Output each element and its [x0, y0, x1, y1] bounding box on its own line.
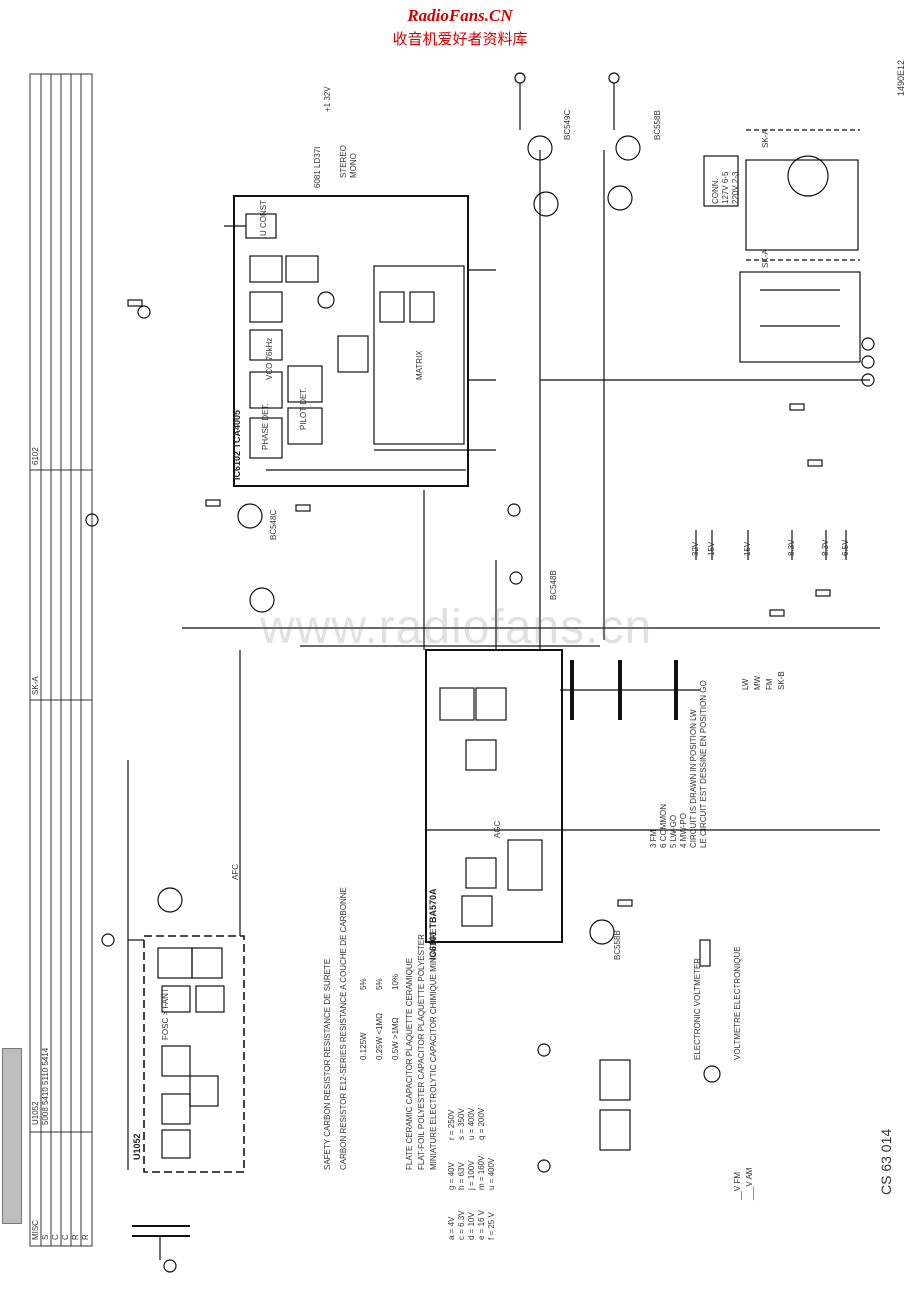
- svg-text:BC558B: BC558B: [653, 110, 662, 140]
- drawing-ref: 1490E12: [896, 59, 906, 96]
- transistor-label: BC548B: [549, 570, 558, 600]
- svg-text:10%: 10%: [391, 974, 400, 990]
- legend-ceramic: FLATE CERAMIC CAPACITOR PLAQUETTE CERAMI…: [405, 958, 414, 1170]
- band-fm: FM: [765, 678, 774, 690]
- switch-note-en: CIRCUIT IS DRAWN IN POSITION LW: [689, 709, 698, 848]
- rail-8v3-b: 8.3V: [821, 539, 830, 556]
- svg-text:5008 5410 5110 5414: 5008 5410 5110 5414: [41, 1047, 50, 1125]
- conn-127v: 127V 6-5: [721, 171, 730, 204]
- supply-label: +1 32V: [323, 86, 332, 112]
- svg-text:R: R: [81, 1234, 90, 1240]
- svg-text:d = 10V: d = 10V: [467, 1212, 476, 1240]
- band-skb: SK-B: [777, 671, 786, 690]
- vco-label: VCO 76kHz: [265, 338, 274, 380]
- ic-if-outline: [425, 649, 563, 943]
- svg-text:u = 400V: u = 400V: [487, 1157, 496, 1190]
- svg-text:h = 63V: h = 63V: [457, 1162, 466, 1190]
- ic-if-label: IC6101 TBA570A: [428, 888, 438, 960]
- svg-text:C: C: [61, 1234, 70, 1240]
- conn-220v: 220V 2-3: [731, 171, 740, 204]
- svg-text:__V FM: __V FM: [733, 1172, 742, 1201]
- drawing-code: CS 63 014: [878, 1128, 894, 1195]
- site-header: RadioFans.CN 收音机爱好者资料库: [0, 6, 920, 49]
- svg-text:U1052: U1052: [31, 1101, 40, 1125]
- legend-safety: SAFETY CARBON RESISTOR RESISTANCE DE SUR…: [323, 959, 332, 1170]
- svg-text:BC558B: BC558B: [613, 930, 622, 960]
- legend-carbon: CARBON RESISTOR E12-SERIES RESISTANCE A …: [339, 887, 348, 1170]
- stereo-led-ref: 6081 LD37I: [313, 147, 322, 188]
- svg-text:0.5W >1MΩ: 0.5W >1MΩ: [391, 1017, 400, 1060]
- rail-32v: 32V: [691, 541, 700, 556]
- fosc-label: FOSC > FANT: [161, 988, 170, 1040]
- svg-text:5 LW-GO: 5 LW-GO: [669, 815, 678, 848]
- ic-stereo-decoder-outline: [233, 195, 469, 487]
- afc-label: AFC: [231, 864, 240, 880]
- ucons-label: U CONST: [259, 200, 268, 236]
- legend-electrolytic: MINIATURE ELECTROLYTIC CAPACITOR CHIMIQU…: [429, 929, 438, 1171]
- agc-label: AGC: [493, 820, 502, 838]
- svg-text:3 FM: 3 FM: [649, 829, 658, 848]
- pilot-det-label: PILOT DET.: [299, 387, 308, 430]
- svg-text:a = 4V: a = 4V: [447, 1216, 456, 1240]
- svg-text:s = 350V: s = 350V: [457, 1108, 466, 1140]
- rail-6v5: 6.5V: [841, 539, 850, 556]
- band-mw: MW: [753, 675, 762, 690]
- svg-text:j = 100V: j = 100V: [467, 1160, 476, 1191]
- svg-text:u = 400V: u = 400V: [467, 1107, 476, 1140]
- svg-text:BC548C: BC548C: [269, 510, 278, 540]
- ska-label-2: SK-A: [761, 249, 770, 268]
- phase-det-label: PHASE DET.: [261, 403, 270, 450]
- svg-text:C: C: [51, 1234, 60, 1240]
- svg-text:5%: 5%: [359, 978, 368, 990]
- fm-tuner-outline: [143, 935, 245, 1173]
- svg-text:BC549C: BC549C: [563, 110, 572, 140]
- svg-text:c = 6.3V: c = 6.3V: [457, 1210, 466, 1240]
- svg-text:f = 25 V: f = 25 V: [487, 1212, 496, 1240]
- site-brand-subtitle: 收音机爱好者资料库: [392, 30, 528, 48]
- svg-text:4 MW-PO: 4 MW-PO: [679, 813, 688, 848]
- ic-stereo-decoder-label: IC6102 TCA4005: [232, 410, 242, 480]
- legend-polyester: FLAT-FOIL POLYESTER CAPACITOR PLAQUETTE …: [417, 934, 426, 1170]
- fm-tuner-label: U1052: [132, 1133, 142, 1160]
- svg-text:e = 16 V: e = 16 V: [477, 1209, 486, 1240]
- rail-8v3-a: 8.3V: [787, 539, 796, 556]
- conn-label: CONN.: [711, 178, 720, 204]
- svg-text:q = 200V: q = 200V: [477, 1107, 486, 1140]
- voltmeter-en: ELECTRONIC VOLTMETER: [693, 958, 702, 1060]
- switch-note-fr: LE CIRCUIT EST DESSINE EN POSITION GO: [699, 680, 708, 848]
- stereo-label: STEREO: [339, 145, 348, 178]
- svg-text:6102: 6102: [31, 447, 40, 465]
- svg-text:r = 250V: r = 250V: [447, 1109, 456, 1140]
- svg-text:S: S: [41, 1235, 50, 1240]
- svg-text:SK-A: SK-A: [31, 676, 40, 695]
- band-lw: LW: [741, 678, 750, 690]
- svg-text:0.125W: 0.125W: [359, 1032, 368, 1060]
- svg-text:R: R: [71, 1234, 80, 1240]
- svg-text:g = 40V: g = 40V: [447, 1162, 456, 1190]
- table-row-label: MISC: [31, 1220, 40, 1240]
- svg-text:5%: 5%: [375, 978, 384, 990]
- voltmeter-fr: VOLTMETRE ELECTRONIQUE: [733, 946, 742, 1060]
- grey-tab: [2, 1048, 22, 1224]
- svg-text:6 COMMON: 6 COMMON: [659, 804, 668, 848]
- site-brand: RadioFans.CN: [407, 6, 513, 25]
- rail-15v-b: 15V: [743, 541, 752, 556]
- ska-label-1: SK-A: [761, 129, 770, 148]
- svg-text:m = 160V: m = 160V: [477, 1155, 486, 1190]
- matrix-label: MATRIX: [415, 350, 424, 380]
- mono-label: MONO: [349, 153, 358, 178]
- svg-text:0.25W <1MΩ: 0.25W <1MΩ: [375, 1013, 384, 1060]
- rail-15v-a: 15V: [707, 541, 716, 556]
- svg-text:___V AM: ___V AM: [745, 1167, 754, 1201]
- watermark: www.radiofans.cn: [260, 601, 653, 654]
